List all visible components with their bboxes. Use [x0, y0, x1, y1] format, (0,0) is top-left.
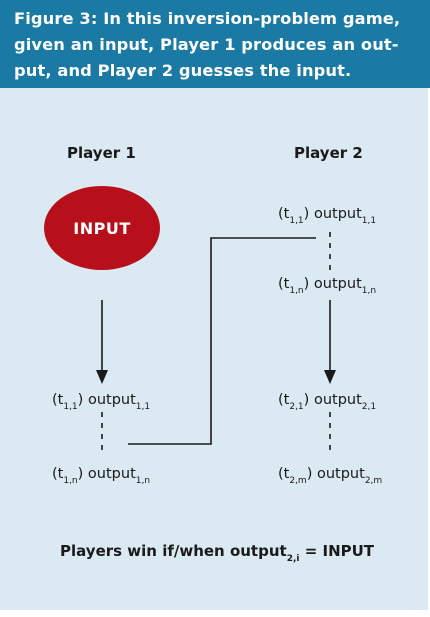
p2-row2-label: (t1,n) output1,n: [278, 276, 376, 296]
output-word: output: [313, 206, 362, 222]
p2-row4-label: (t2,m) output2,m: [278, 466, 382, 486]
p2-arrow-head: [324, 370, 336, 384]
t-open: (t: [52, 392, 64, 408]
elbow-connector: [128, 237, 316, 445]
output-subscript: 1,n: [361, 286, 377, 296]
win-condition-prefix: Players win if/when output: [60, 542, 287, 560]
win-condition: Players win if/when output2,i = INPUT: [60, 542, 375, 564]
t-subscript: 1,n: [289, 286, 304, 296]
win-condition-subscript: 2,i: [286, 554, 300, 564]
p2-row1-label: (t1,1) output1,1: [278, 206, 376, 226]
t-open: (t: [278, 392, 290, 408]
player-2-label: Player 2: [294, 144, 363, 162]
t-subscript: 2,1: [289, 402, 304, 412]
p2-row3-label: (t2,1) output2,1: [278, 392, 376, 412]
t-subscript: 2,m: [289, 476, 307, 486]
output-subscript: 2,m: [364, 476, 383, 486]
output-word: output: [87, 466, 136, 482]
figure-title-line-3: put, and Player 2 guesses the input.: [14, 61, 352, 80]
t-close: ): [306, 466, 313, 482]
figure-header: Figure 3: In this inversion-problem game…: [0, 0, 430, 88]
p1-arrow-head: [96, 370, 108, 384]
win-condition-suffix: = INPUT: [299, 542, 375, 560]
diagram-panel: [0, 88, 428, 610]
t-subscript: 1,1: [63, 402, 78, 412]
t-close: ): [77, 466, 84, 482]
output-subscript: 2,1: [361, 402, 377, 412]
t-open: (t: [278, 276, 290, 292]
t-subscript: 1,1: [289, 216, 304, 226]
output-word: output: [313, 276, 362, 292]
output-subscript: 1,1: [135, 402, 151, 412]
t-close: ): [77, 392, 84, 408]
t-close: ): [303, 206, 310, 222]
output-subscript: 1,1: [361, 216, 377, 226]
t-open: (t: [278, 466, 290, 482]
figure-title-line-2: given an input, Player 1 produces an out…: [14, 35, 399, 54]
input-label: INPUT: [73, 218, 131, 238]
p1-top-label: (t1,1) output1,1: [52, 392, 150, 412]
output-word: output: [316, 466, 365, 482]
t-subscript: 1,n: [63, 476, 78, 486]
figure-title-line-1: Figure 3: In this inversion-problem game…: [14, 9, 401, 28]
player-1-label: Player 1: [67, 144, 136, 162]
t-close: ): [303, 276, 310, 292]
t-open: (t: [52, 466, 64, 482]
p1-bottom-label: (t1,n) output1,n: [52, 466, 150, 486]
input-node: INPUT: [44, 186, 160, 270]
output-word: output: [87, 392, 136, 408]
t-close: ): [303, 392, 310, 408]
t-open: (t: [278, 206, 290, 222]
output-subscript: 1,n: [135, 476, 151, 486]
output-word: output: [313, 392, 362, 408]
